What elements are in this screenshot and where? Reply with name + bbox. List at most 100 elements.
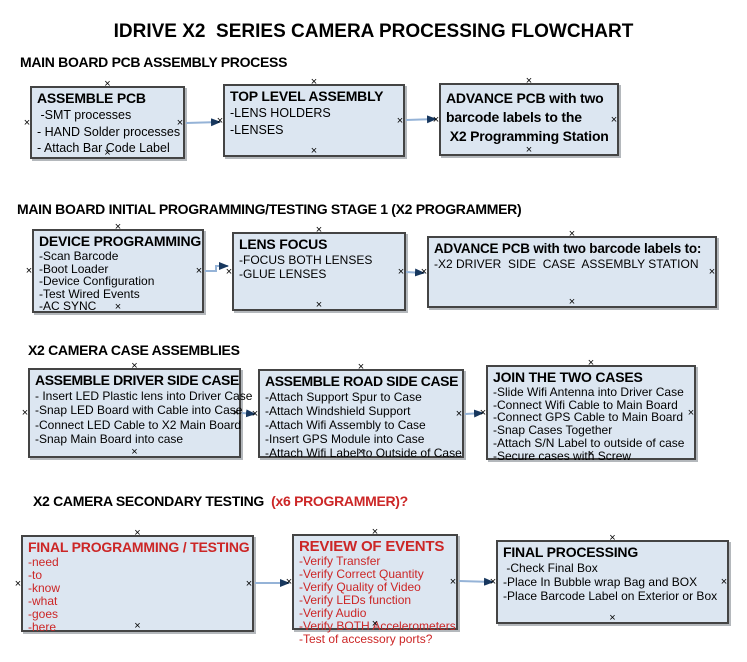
box-items: -Attach Support Spur to Case-Attach Wind… <box>265 390 462 460</box>
box-line: -Test Wired Events <box>39 286 140 301</box>
box-items: -SMT processes- HAND Solder processes- A… <box>37 107 181 157</box>
arrow-assemble-pcb-to-top-level <box>185 118 221 127</box>
box-line: -X2 DRIVER SIDE CASE ASSEMBLY STATION <box>434 257 699 271</box>
connection-handle: × <box>310 145 318 157</box>
box-title: JOIN THE TWO CASES <box>493 369 643 385</box>
connection-handle: × <box>251 407 259 420</box>
box-line: -Place In Bubble wrap Bag and BOX <box>503 575 698 589</box>
box-line: ADVANCE PCB with two <box>446 90 604 106</box>
connection-handle: × <box>25 265 33 277</box>
box-line: -LENSES <box>230 122 284 137</box>
box-line: -Insert GPS Module into Case <box>265 432 425 446</box>
connection-handle: × <box>310 76 318 88</box>
box-items: -Check Final Box-Place In Bubble wrap Ba… <box>503 561 722 603</box>
box-line: -Connect GPS Cable to Main Board <box>493 410 684 425</box>
connection-handle: × <box>568 228 576 240</box>
box-title: LENS FOCUS <box>239 236 328 252</box>
connection-handle: × <box>357 361 365 373</box>
box-line: -Verify Audio <box>299 606 367 620</box>
flow-box-lens-focus: LENS FOCUS -FOCUS BOTH LENSES-GLUE LENSE… <box>226 225 406 311</box>
connection-handle: × <box>114 221 122 233</box>
connection-handle: × <box>587 357 595 369</box>
flow-box-assemble-pcb: ASSEMBLE PCB -SMT processes- HAND Solder… <box>24 79 185 159</box>
box-line: -Attach Windshield Support <box>265 404 411 418</box>
section-heading-text: X2 CAMERA SECONDARY TESTING <box>33 493 268 509</box>
connection-handle: × <box>315 299 323 311</box>
box-title: FINAL PROGRAMMING / TESTING <box>28 539 250 555</box>
flow-box-assemble-road-side-case: ASSEMBLE ROAD SIDE CASE -Attach Support … <box>252 362 464 460</box>
box-line: -Scan Barcode <box>39 249 119 263</box>
box-line: -Check Final Box <box>503 561 598 575</box>
box-line: -Place Barcode Label on Exterior or Box <box>503 589 718 603</box>
connection-handle: × <box>315 224 323 236</box>
flow-box-advance-pcb-driver-side: ADVANCE PCB with two barcode labels to: … <box>421 229 717 308</box>
box-line: -Slide Wifi Antenna into Driver Case <box>493 385 684 399</box>
connection-handle: × <box>525 144 533 156</box>
box-title: TOP LEVEL ASSEMBLY <box>230 88 384 104</box>
box-title: FINAL PROCESSING <box>503 544 639 560</box>
box-line: -AC SYNC <box>39 299 97 314</box>
box-line: X2 Programming Station <box>446 128 609 144</box>
box-items: -X2 DRIVER SIDE CASE ASSEMBLY STATION <box>434 257 710 271</box>
box-line: -what <box>28 594 58 608</box>
flow-box-final-programming-testing: FINAL PROGRAMMING / TESTING -need-to-kno… <box>15 528 254 634</box>
section-heading-red-text: (x6 PROGRAMMER)? <box>267 493 408 509</box>
connection-handle: × <box>479 406 487 419</box>
arrow-device-programming-to-lens-focus <box>205 262 229 272</box>
box-title: DEVICE PROGRAMMING <box>39 233 202 249</box>
flow-box-join-the-two-cases: JOIN THE TWO CASES -Slide Wifi Antenna i… <box>480 358 696 462</box>
connection-handle: × <box>285 576 293 588</box>
box-line: -Attach Support Spur to Case <box>265 390 422 404</box>
arrow-lens-focus-to-advance-pcb <box>405 268 425 277</box>
box-title: ASSEMBLE ROAD SIDE CASE <box>265 373 459 389</box>
flow-box-assemble-driver-side-case: ASSEMBLE DRIVER SIDE CASE - Insert LED P… <box>22 361 253 458</box>
arrow-top-level-to-advance-pcb <box>405 115 437 124</box>
box-line: -Device Configuration <box>39 274 155 289</box>
box-line: -Secure cases with Screw <box>493 448 632 463</box>
box-line: -Test of accessory ports? <box>299 632 433 646</box>
section-heading-text: MAIN BOARD INITIAL PROGRAMMING/TESTING S… <box>17 201 522 217</box>
box-line: - Insert LED Plastic lens into Driver Ca… <box>35 389 253 403</box>
box-line: -Attach Wifi Label to Outside of Case <box>265 446 462 460</box>
flow-box-top-level-assembly: TOP LEVEL ASSEMBLY -LENS HOLDERS-LENSES … <box>217 77 405 157</box>
connection-handle: × <box>568 296 576 308</box>
connection-handle: × <box>609 532 616 544</box>
box-line: -goes <box>28 607 59 621</box>
arrow-driver-side-to-road-side <box>241 409 256 418</box>
flow-box-review-of-events: REVIEW OF EVENTS -Verify Transfer-Verify… <box>286 527 458 646</box>
box-line: -here <box>28 620 57 634</box>
box-items: - Insert LED Plastic lens into Driver Ca… <box>35 389 253 446</box>
box-line: -Verify BOTH Accelerometers <box>299 619 456 633</box>
section-heading-text: X2 CAMERA CASE ASSEMBLIES <box>28 342 240 358</box>
box-line: -SMT processes <box>37 108 132 122</box>
connection-handle: × <box>23 116 31 129</box>
box-line: -Attach S/N Label to outside of case <box>493 435 685 450</box>
box-items: -need-to-know-what-goes-here <box>28 556 247 634</box>
connection-handle: × <box>14 577 22 590</box>
box-line: -need <box>28 555 59 569</box>
box-line: -Boot Loader <box>39 261 109 276</box>
box-items: -Slide Wifi Antenna into Driver Case -Con… <box>493 386 689 462</box>
box-title: REVIEW OF EVENTS <box>299 538 445 555</box>
box-line: -FOCUS BOTH LENSES <box>239 253 373 267</box>
connection-handle: × <box>134 527 141 539</box>
box-items: -Scan Barcode-Boot Loader-Device Configu… <box>39 250 197 313</box>
box-items: -FOCUS BOTH LENSES-GLUE LENSES <box>239 253 399 281</box>
section-heading-initial-programming: MAIN BOARD INITIAL PROGRAMMING/TESTING S… <box>17 201 522 217</box>
connection-handle: × <box>21 407 29 419</box>
connection-handle: × <box>609 612 616 624</box>
box-line: -Snap LED Board with Cable into Case <box>35 403 243 418</box>
box-line: -GLUE LENSES <box>239 267 327 281</box>
box-line: - HAND Solder processes <box>37 124 181 139</box>
box-line: -Connect LED Cable to X2 Main Board <box>35 417 242 432</box>
connection-handle: × <box>432 113 440 126</box>
box-line: -LENS HOLDERS <box>230 106 331 120</box>
box-line: -Verify Correct Quantity <box>299 567 424 581</box>
box-line: -Attach Wifi Assembly to Case <box>265 418 426 432</box>
connection-handle: × <box>225 265 233 278</box>
section-heading-secondary-testing: X2 CAMERA SECONDARY TESTING (x6 PROGRAMM… <box>33 493 408 509</box>
connection-handle: × <box>216 114 224 127</box>
